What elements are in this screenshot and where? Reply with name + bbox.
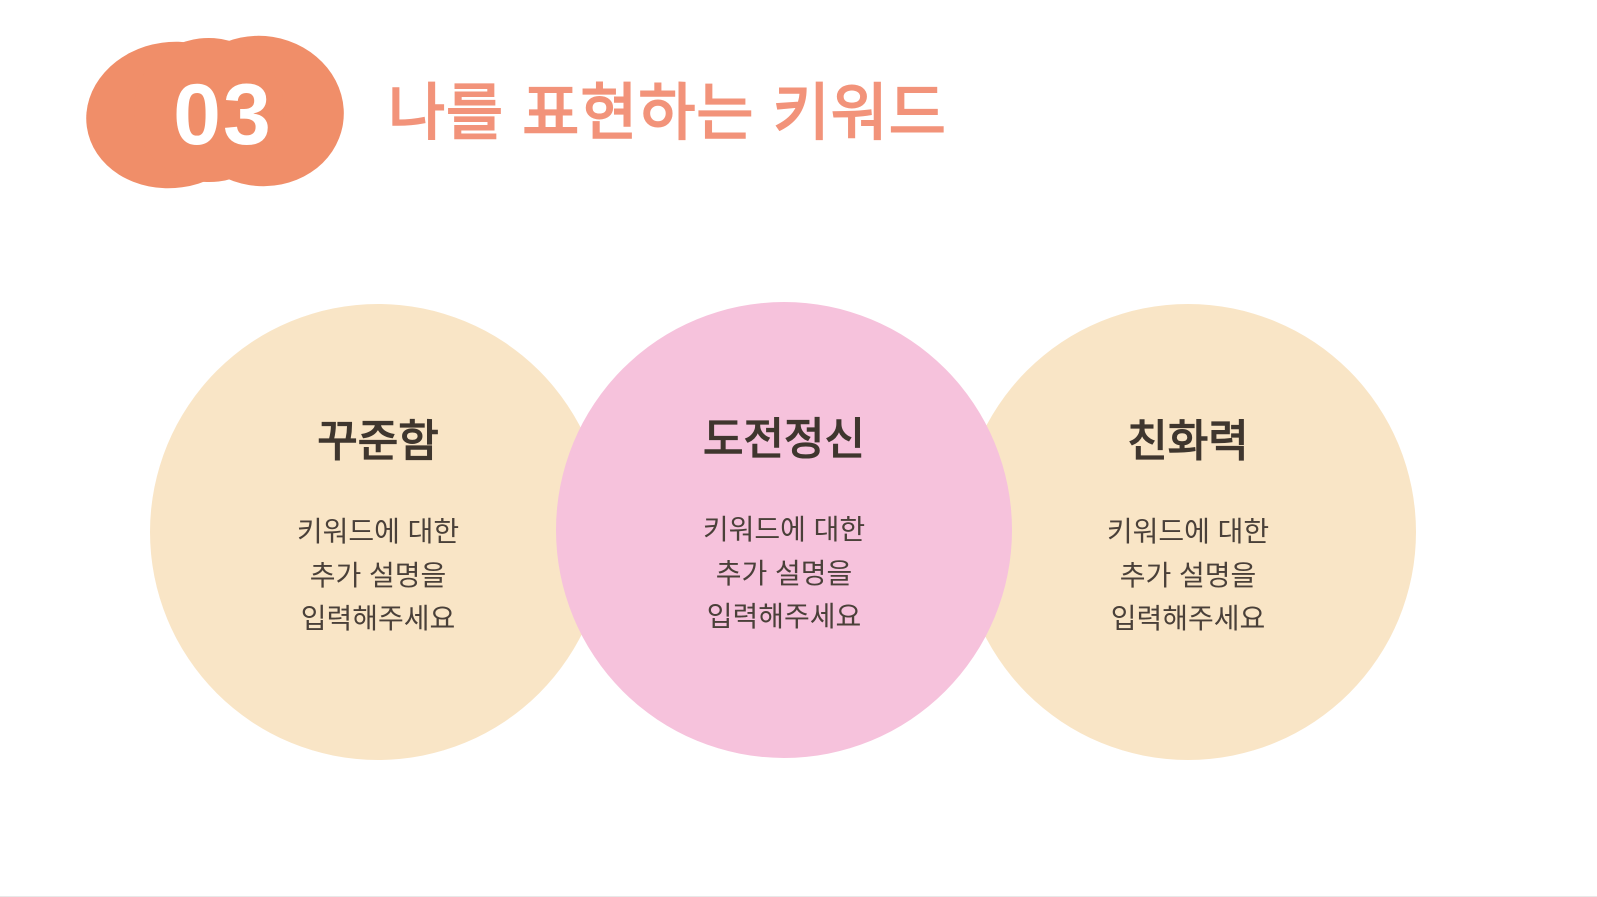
keyword-description-1-line-3: 입력해주세요 [300,603,456,635]
keyword-description-1: 키워드에 대한 추가 설명을 입력해주세요 [297,510,459,640]
keyword-description-3-line-1: 키워드에 대한 [1106,516,1270,548]
keyword-description-3-line-3: 입력해주세요 [1110,603,1266,635]
keyword-title-2: 도전정신 [703,414,865,464]
keyword-circle-2[interactable]: 도전정신 키워드에 대한 추가 설명을 입력해주세요 [556,302,1012,758]
keyword-circle-3[interactable]: 친화력 키워드에 대한 추가 설명을 입력해주세요 [960,304,1416,760]
keyword-description-2-line-3: 입력해주세요 [706,601,862,633]
section-number-badge: 03 [76,23,355,200]
keyword-description-2: 키워드에 대한 추가 설명을 입력해주세요 [703,508,865,638]
keyword-title-3: 친화력 [1127,416,1249,466]
keyword-circle-1[interactable]: 꾸준함 키워드에 대한 추가 설명을 입력해주세요 [150,304,606,760]
keyword-description-2-line-1: 키워드에 대한 [702,514,866,546]
keyword-description-1-line-1: 키워드에 대한 [296,516,460,548]
page-title: 나를 표현하는 키워드 [388,79,947,148]
keyword-description-3-line-2: 추가 설명을 [1119,559,1257,591]
keyword-title-1: 꾸준함 [317,416,439,466]
section-number: 03 [173,67,273,163]
keyword-description-3: 키워드에 대한 추가 설명을 입력해주세요 [1107,510,1269,640]
slide-header: 03 나를 표현하는 키워드 [0,0,1597,220]
keyword-description-1-line-2: 추가 설명을 [309,559,447,591]
keyword-description-2-line-2: 추가 설명을 [715,557,853,589]
